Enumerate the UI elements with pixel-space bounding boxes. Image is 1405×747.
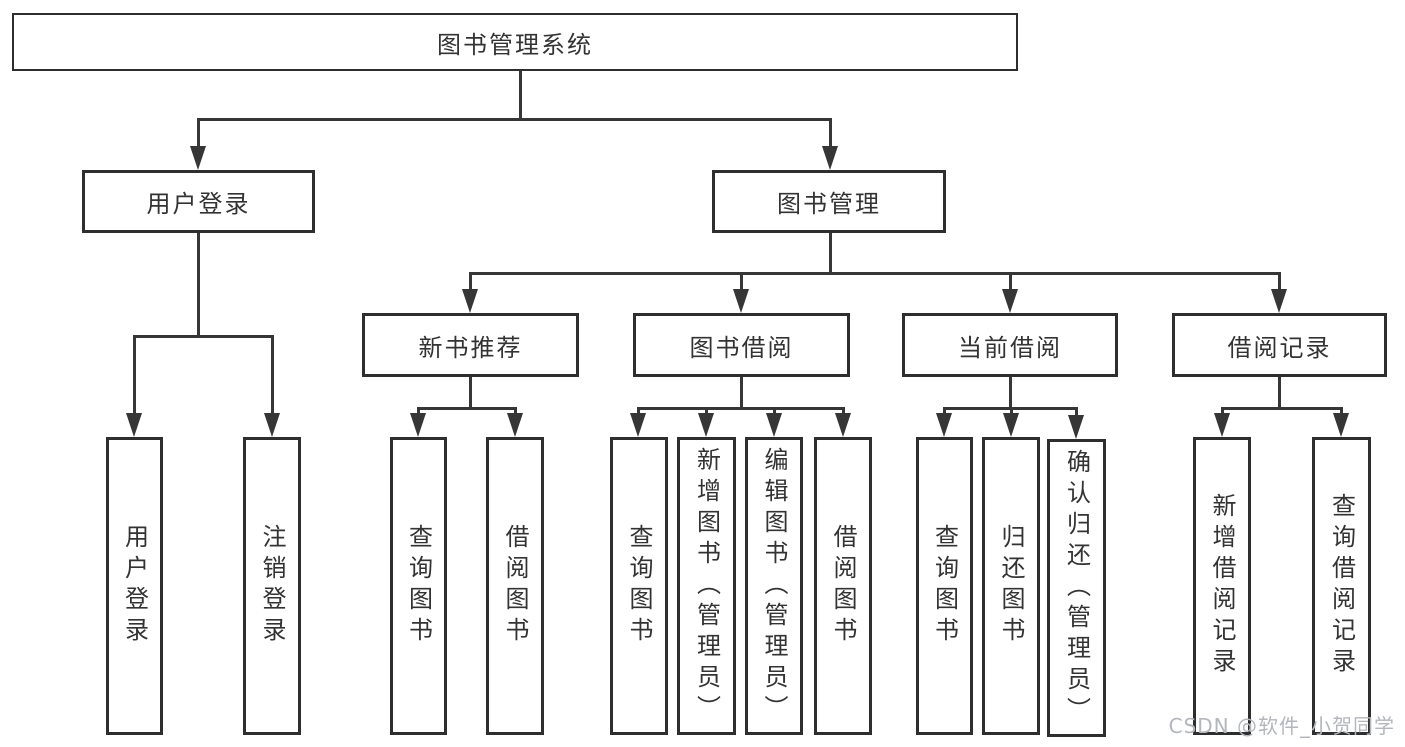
node-label: 图书管理系统 xyxy=(437,30,593,59)
node-label: 注销登录 xyxy=(258,524,286,648)
connector-drop xyxy=(132,335,136,417)
node-leaf-user-login: 用户登录 xyxy=(106,437,163,735)
node-label: 借阅记录 xyxy=(1227,333,1332,362)
connector-drop xyxy=(739,272,743,293)
node-leaf-query-record: 查询借阅记录 xyxy=(1312,437,1371,735)
arrowhead-down-icon xyxy=(1003,413,1019,437)
arrowhead-down-icon xyxy=(1002,289,1018,313)
node-leaf-return-book: 归还图书 xyxy=(982,437,1040,735)
node-leaf-add-record: 新增借阅记录 xyxy=(1193,437,1251,735)
node-current-borrow: 当前借阅 xyxy=(902,313,1118,377)
node-label: 图书管理 xyxy=(777,190,881,218)
connector-stem xyxy=(196,233,200,338)
node-leaf-query-book-1: 查询图书 xyxy=(390,437,447,735)
connector-drop xyxy=(468,272,472,293)
node-leaf-edit-book: 编辑图书（管理员） xyxy=(745,437,803,735)
connector-drop xyxy=(828,118,832,150)
node-label: 查询图书 xyxy=(930,524,959,648)
connector-drop xyxy=(1220,407,1224,417)
connector-drop xyxy=(942,407,946,417)
node-leaf-borrow-book-1: 借阅图书 xyxy=(486,437,544,735)
connector-branch xyxy=(196,118,832,121)
connector-branch xyxy=(636,407,845,410)
node-label: 确认归还（管理员） xyxy=(1062,448,1091,728)
node-leaf-add-book: 新增图书（管理员） xyxy=(677,437,736,735)
connector-drop xyxy=(636,407,640,417)
arrowhead-down-icon xyxy=(126,413,142,437)
node-root: 图书管理系统 xyxy=(12,13,1018,71)
connector-drop xyxy=(270,335,274,417)
node-label: 借阅图书 xyxy=(501,524,529,648)
node-book-mgmt: 图书管理 xyxy=(712,170,946,233)
node-label: 用户登录 xyxy=(120,524,149,648)
arrowhead-down-icon xyxy=(936,413,952,437)
arrowhead-down-icon xyxy=(1068,415,1084,439)
node-label: 查询图书 xyxy=(625,524,653,648)
node-label: 用户登录 xyxy=(146,190,251,218)
watermark: CSDN @软件_小贺同学 xyxy=(1168,714,1395,738)
node-label: 归还图书 xyxy=(997,524,1025,648)
arrowhead-down-icon xyxy=(1271,289,1287,313)
connector-stem xyxy=(518,71,522,121)
node-label: 查询借阅记录 xyxy=(1327,493,1356,679)
node-label: 新书推荐 xyxy=(418,333,523,362)
arrowhead-down-icon xyxy=(507,413,523,437)
arrowhead-down-icon xyxy=(733,289,749,313)
node-leaf-query-book-2: 查询图书 xyxy=(610,437,668,735)
connector-drop xyxy=(841,407,845,417)
node-book-borrow: 图书借阅 xyxy=(633,313,850,377)
connector-drop xyxy=(704,407,708,417)
connector-drop xyxy=(772,407,776,417)
arrowhead-down-icon xyxy=(462,289,478,313)
node-leaf-confirm-return: 确认归还（管理员） xyxy=(1047,439,1106,737)
connector-drop xyxy=(1009,407,1013,417)
connector-drop xyxy=(513,407,517,417)
arrowhead-down-icon xyxy=(835,413,851,437)
node-label: 编辑图书（管理员） xyxy=(760,446,788,726)
arrowhead-down-icon xyxy=(822,146,838,170)
node-label: 新增借阅记录 xyxy=(1208,493,1236,679)
arrowhead-down-icon xyxy=(766,413,782,437)
connector-drop xyxy=(196,118,200,150)
connector-branch xyxy=(132,335,274,338)
node-user-login: 用户登录 xyxy=(82,170,315,233)
arrowhead-down-icon xyxy=(630,413,646,437)
node-borrow-record: 借阅记录 xyxy=(1172,313,1387,377)
connector-branch xyxy=(468,272,1281,275)
connector-drop xyxy=(1008,272,1012,293)
connector-drop xyxy=(1074,407,1078,419)
connector-stem xyxy=(468,377,472,410)
connector-stem xyxy=(739,377,743,410)
connector-stem xyxy=(1277,377,1281,410)
node-label: 查询图书 xyxy=(404,524,433,648)
connector-branch xyxy=(416,407,517,410)
connector-stem xyxy=(1008,377,1012,410)
arrowhead-down-icon xyxy=(698,413,714,437)
connector-branch xyxy=(1220,407,1343,410)
connector-drop xyxy=(1277,272,1281,293)
node-label: 新增图书（管理员） xyxy=(692,446,721,726)
node-leaf-logout: 注销登录 xyxy=(243,437,301,735)
connector-drop xyxy=(416,407,420,417)
arrowhead-down-icon xyxy=(1214,413,1230,437)
node-leaf-borrow-book-2: 借阅图书 xyxy=(814,437,872,735)
arrowhead-down-icon xyxy=(264,413,280,437)
node-label: 图书借阅 xyxy=(689,333,794,362)
arrowhead-down-icon xyxy=(410,413,426,437)
node-label: 当前借阅 xyxy=(958,333,1062,362)
arrowhead-down-icon xyxy=(1333,413,1349,437)
connector-drop xyxy=(1339,407,1343,417)
node-new-book-rec: 新书推荐 xyxy=(362,313,579,377)
arrowhead-down-icon xyxy=(190,146,206,170)
node-leaf-query-book-3: 查询图书 xyxy=(916,437,973,735)
node-label: 借阅图书 xyxy=(829,524,857,648)
connector-stem xyxy=(828,233,832,275)
